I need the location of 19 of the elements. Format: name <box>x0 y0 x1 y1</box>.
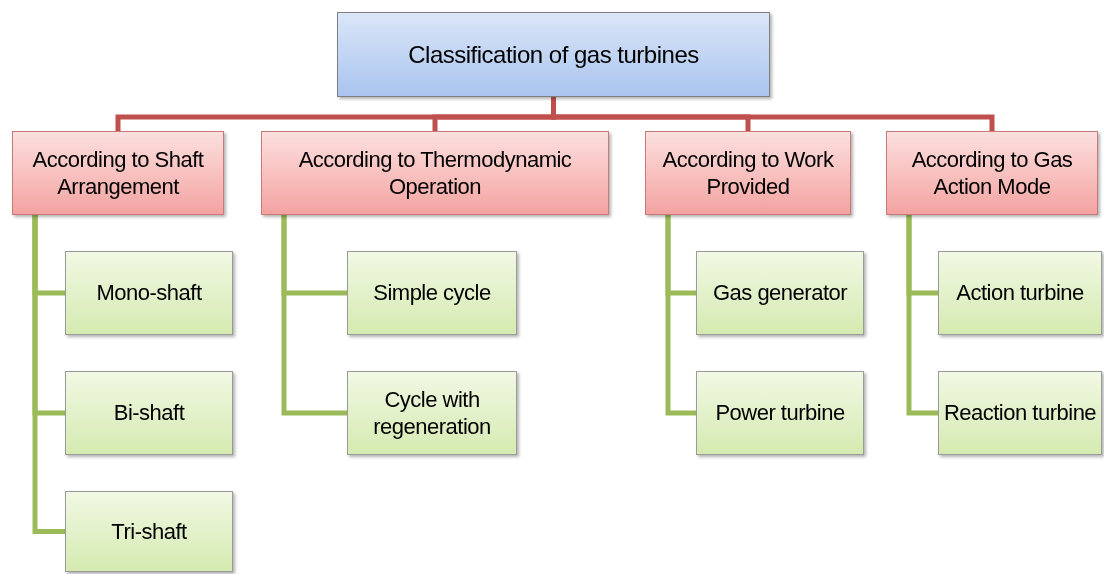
connector-line <box>551 97 995 131</box>
connector-line <box>281 215 347 416</box>
connector-line <box>665 215 696 416</box>
type-box: Reaction turbine <box>938 371 1102 455</box>
type-box: Power turbine <box>696 371 864 455</box>
type-box: Gas generator <box>696 251 864 335</box>
category-box: According to Thermodynamic Operation <box>261 131 609 215</box>
type-box: Mono-shaft <box>65 251 233 335</box>
type-box: Simple cycle <box>347 251 517 335</box>
title-box: Classification of gas turbines <box>337 12 770 97</box>
type-box: Cycle with regeneration <box>347 371 517 455</box>
connector-line <box>32 215 65 534</box>
type-box: Tri-shaft <box>65 491 233 572</box>
type-box: Bi-shaft <box>65 371 233 455</box>
type-box: Action turbine <box>938 251 1102 335</box>
category-box: According to Gas Action Mode <box>886 131 1098 215</box>
category-box: According to Work Provided <box>645 131 851 215</box>
connector-line <box>906 215 938 416</box>
category-box: According to Shaft Arrangement <box>12 131 224 215</box>
